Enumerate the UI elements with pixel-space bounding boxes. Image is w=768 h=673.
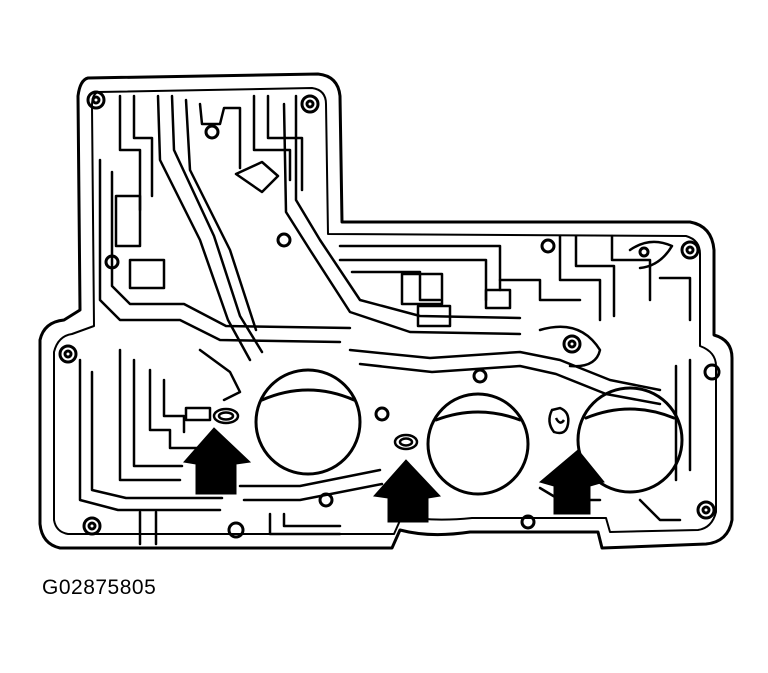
figure-id-label: G02875805 bbox=[42, 576, 157, 599]
check-balls bbox=[212, 406, 570, 451]
center-check-ball-arrow bbox=[373, 459, 442, 523]
plate-inner-outline bbox=[53, 87, 717, 535]
plate-outline bbox=[38, 72, 734, 550]
left-check-ball-arrow bbox=[183, 427, 252, 495]
right-spring-clip bbox=[548, 406, 570, 435]
right-check-ball-arrow bbox=[538, 449, 605, 515]
callout-arrows bbox=[183, 427, 605, 523]
valve-bores bbox=[254, 368, 684, 496]
ports bbox=[114, 194, 512, 422]
bolt-holes bbox=[58, 90, 721, 539]
